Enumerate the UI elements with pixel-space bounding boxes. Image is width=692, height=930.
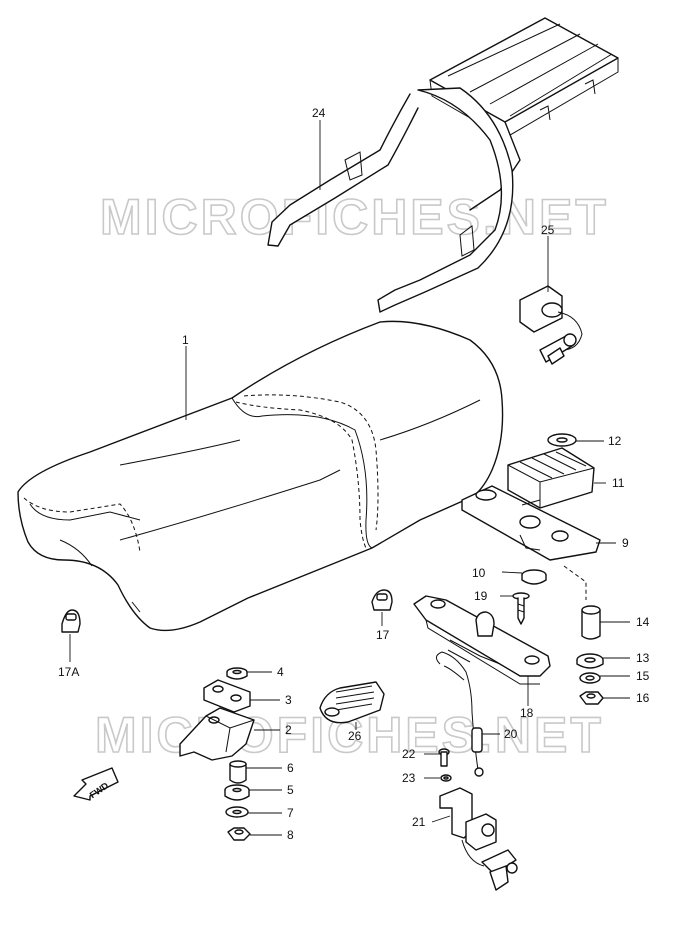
callout-17a: 17A [58, 665, 79, 679]
part-16-nut[interactable] [579, 691, 604, 705]
callout-9: 9 [622, 536, 629, 550]
part-2-hook[interactable] [179, 707, 255, 761]
part-19-screw[interactable] [512, 592, 530, 625]
watermark-top: MICROFICHES.NET [100, 189, 609, 245]
callout-24: 24 [312, 106, 326, 120]
callout-23: 23 [402, 771, 416, 785]
callout-22: 22 [402, 747, 416, 761]
part-7-washer[interactable] [225, 806, 249, 818]
callout-4: 4 [277, 665, 284, 679]
part-17-cushion[interactable] [371, 589, 393, 611]
part-1-seat[interactable] [17, 320, 504, 632]
link-9-14 [563, 565, 587, 600]
part-6-collar[interactable] [229, 760, 247, 784]
part-20-cable[interactable] [436, 651, 484, 777]
part-9-bracket[interactable] [461, 485, 601, 561]
callout-10: 10 [472, 566, 486, 580]
leader-lines [69, 120, 630, 836]
part-23-washer[interactable] [440, 774, 452, 782]
callout-12: 12 [608, 434, 622, 448]
callout-21: 21 [412, 815, 426, 829]
callout-20: 20 [504, 727, 518, 741]
part-17a-cushion[interactable] [61, 609, 81, 633]
callout-8: 8 [287, 828, 294, 842]
callout-labels: 24 25 1 12 11 9 10 19 14 13 15 16 17 17A… [58, 106, 650, 842]
part-3-bracket[interactable] [203, 679, 251, 713]
callout-15: 15 [636, 669, 650, 683]
callout-1: 1 [182, 333, 189, 347]
part-14-collar[interactable] [581, 605, 601, 640]
callout-14: 14 [636, 615, 650, 629]
callout-13: 13 [636, 651, 650, 665]
callout-11: 11 [612, 476, 625, 490]
part-5-cushion[interactable] [224, 784, 250, 801]
part-8-nut[interactable] [227, 827, 251, 841]
part-15-washer[interactable] [579, 672, 601, 684]
callout-2: 2 [285, 723, 292, 737]
part-25-seat-lock[interactable] [519, 285, 583, 365]
callout-16: 16 [636, 691, 650, 705]
callout-25: 25 [541, 223, 555, 237]
part-22-bolt[interactable] [438, 748, 450, 767]
part-18-lock-bracket[interactable] [413, 595, 551, 685]
callout-6: 6 [287, 761, 294, 775]
part-12-washer[interactable] [547, 433, 577, 447]
part-10-spacer[interactable] [521, 569, 547, 585]
callout-18: 18 [520, 706, 534, 720]
part-26-seat-strap[interactable] [319, 681, 385, 724]
callout-17: 17 [376, 628, 390, 642]
part-24-carrier[interactable] [267, 17, 619, 313]
part-11-cushion[interactable] [507, 447, 595, 509]
part-21-helmet-lock[interactable] [439, 787, 518, 891]
fwd-arrow-icon: FWD [73, 767, 119, 801]
callout-3: 3 [285, 693, 292, 707]
part-4-washer[interactable] [226, 667, 248, 680]
callout-7: 7 [287, 806, 294, 820]
part-13-grommet[interactable] [576, 653, 604, 669]
callout-19: 19 [474, 589, 488, 603]
callout-26: 26 [348, 729, 362, 743]
callout-5: 5 [287, 783, 294, 797]
